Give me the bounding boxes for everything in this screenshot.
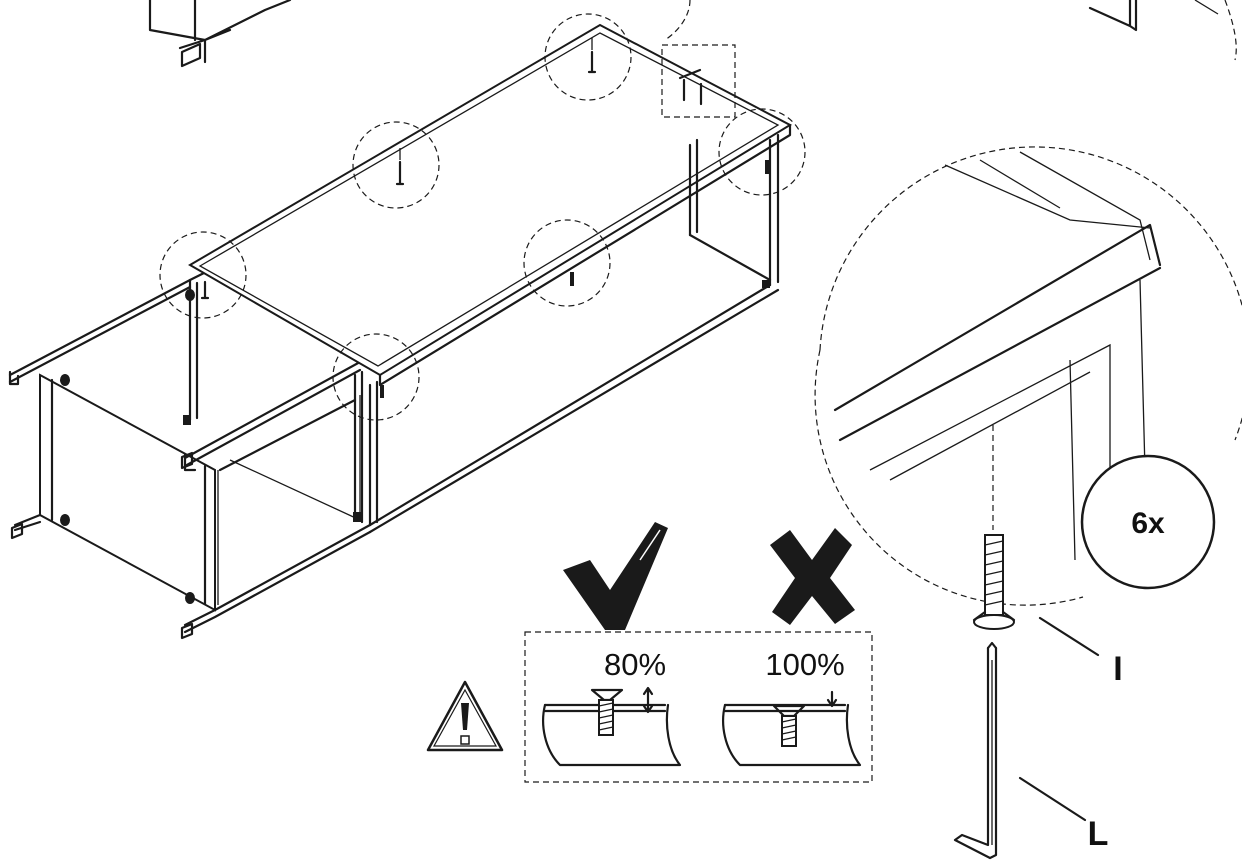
allen-key-part: L [953,641,1109,860]
tightening-guidance: 80% 100% [524,522,873,783]
correct-percent: 80% [604,647,666,682]
quantity-badge: 6x [1080,454,1216,590]
checkmark-icon [563,522,668,630]
quantity-label: 6x [1131,507,1165,540]
warning-triangle-icon [426,680,504,752]
wrong-percent: 100% [765,647,844,682]
cross-icon [770,528,855,625]
cabinet-frame [8,23,793,640]
previous-step-key-fragment [1088,0,1219,32]
screw-part: I [972,534,1123,688]
screw-position-markers [159,0,806,421]
screw-label: I [1113,650,1122,688]
previous-step-fragment [148,0,292,68]
allen-key-label: L [1088,815,1109,853]
